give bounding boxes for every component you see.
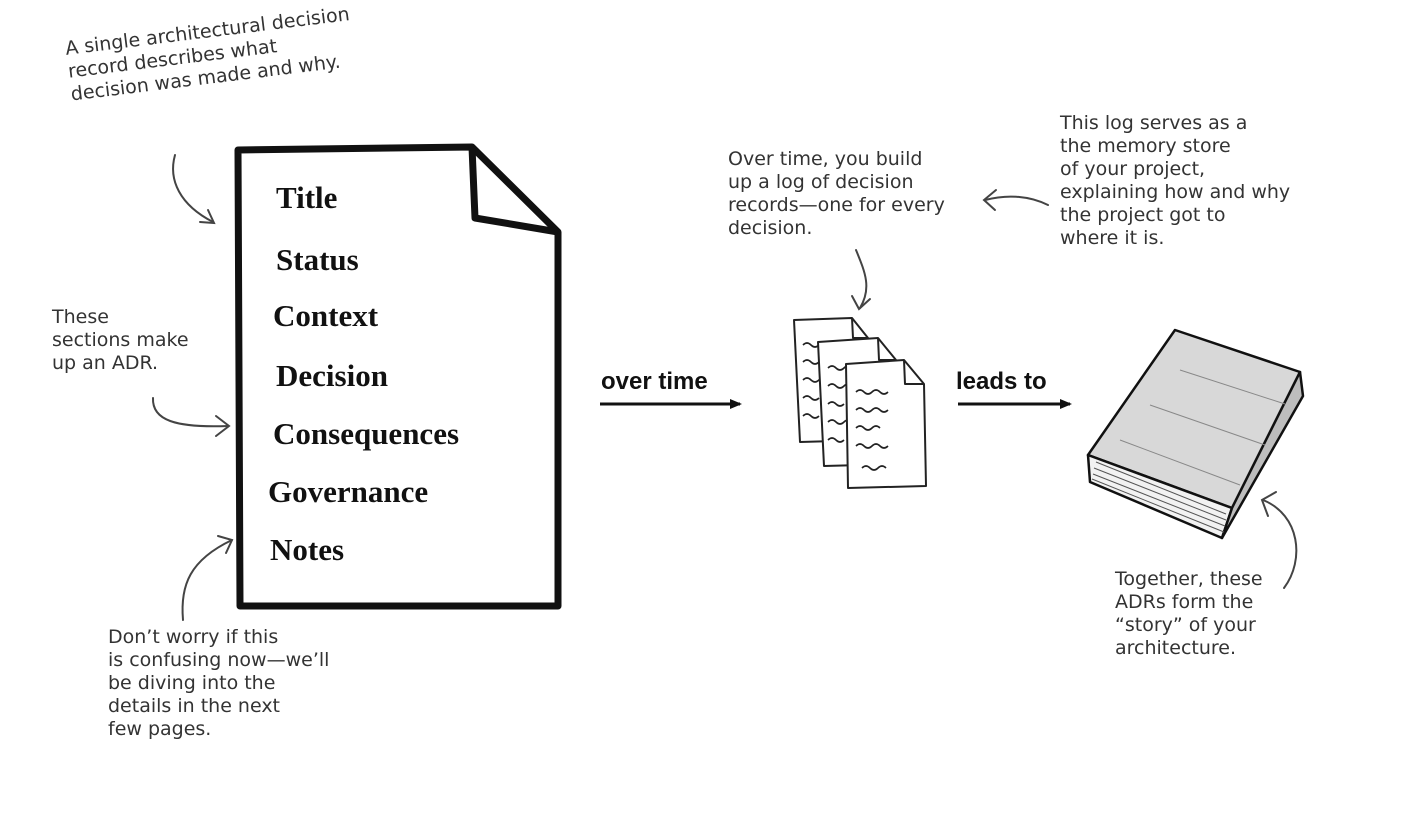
document-icon bbox=[234, 143, 562, 610]
label-leads-to: leads to bbox=[956, 368, 1047, 395]
note-over-time-build: Over time, you build up a log of decisio… bbox=[728, 148, 945, 239]
annotation-arrow-log-serves bbox=[982, 189, 1049, 211]
book-icon bbox=[1086, 328, 1305, 540]
adr-section-context: Context bbox=[273, 298, 379, 333]
annotation-arrow-together bbox=[1260, 491, 1298, 589]
note-log-serves: This log serves as a the memory store of… bbox=[1060, 112, 1291, 249]
annotation-arrow-single-record bbox=[172, 154, 216, 225]
adr-section-decision: Decision bbox=[276, 358, 388, 393]
annotation-arrow-dont-worry bbox=[181, 535, 234, 621]
stacked-records-icon bbox=[793, 317, 927, 489]
annotation-arrow-build-log bbox=[851, 249, 871, 311]
adr-section-governance: Governance bbox=[268, 474, 429, 509]
note-together: Together, these ADRs form the “story” of… bbox=[1115, 568, 1263, 659]
adr-section-title: Title bbox=[276, 180, 338, 215]
annotation-arrow-sections bbox=[151, 397, 231, 437]
adr-section-status: Status bbox=[276, 242, 359, 277]
adr-section-consequences: Consequences bbox=[273, 416, 460, 451]
adr-section-notes: Notes bbox=[270, 532, 345, 567]
note-sections-make-up: These sections make up an ADR. bbox=[52, 306, 189, 374]
note-dont-worry: Don’t worry if this is confusing now—we’… bbox=[108, 626, 330, 740]
label-over-time: over time bbox=[601, 368, 708, 395]
